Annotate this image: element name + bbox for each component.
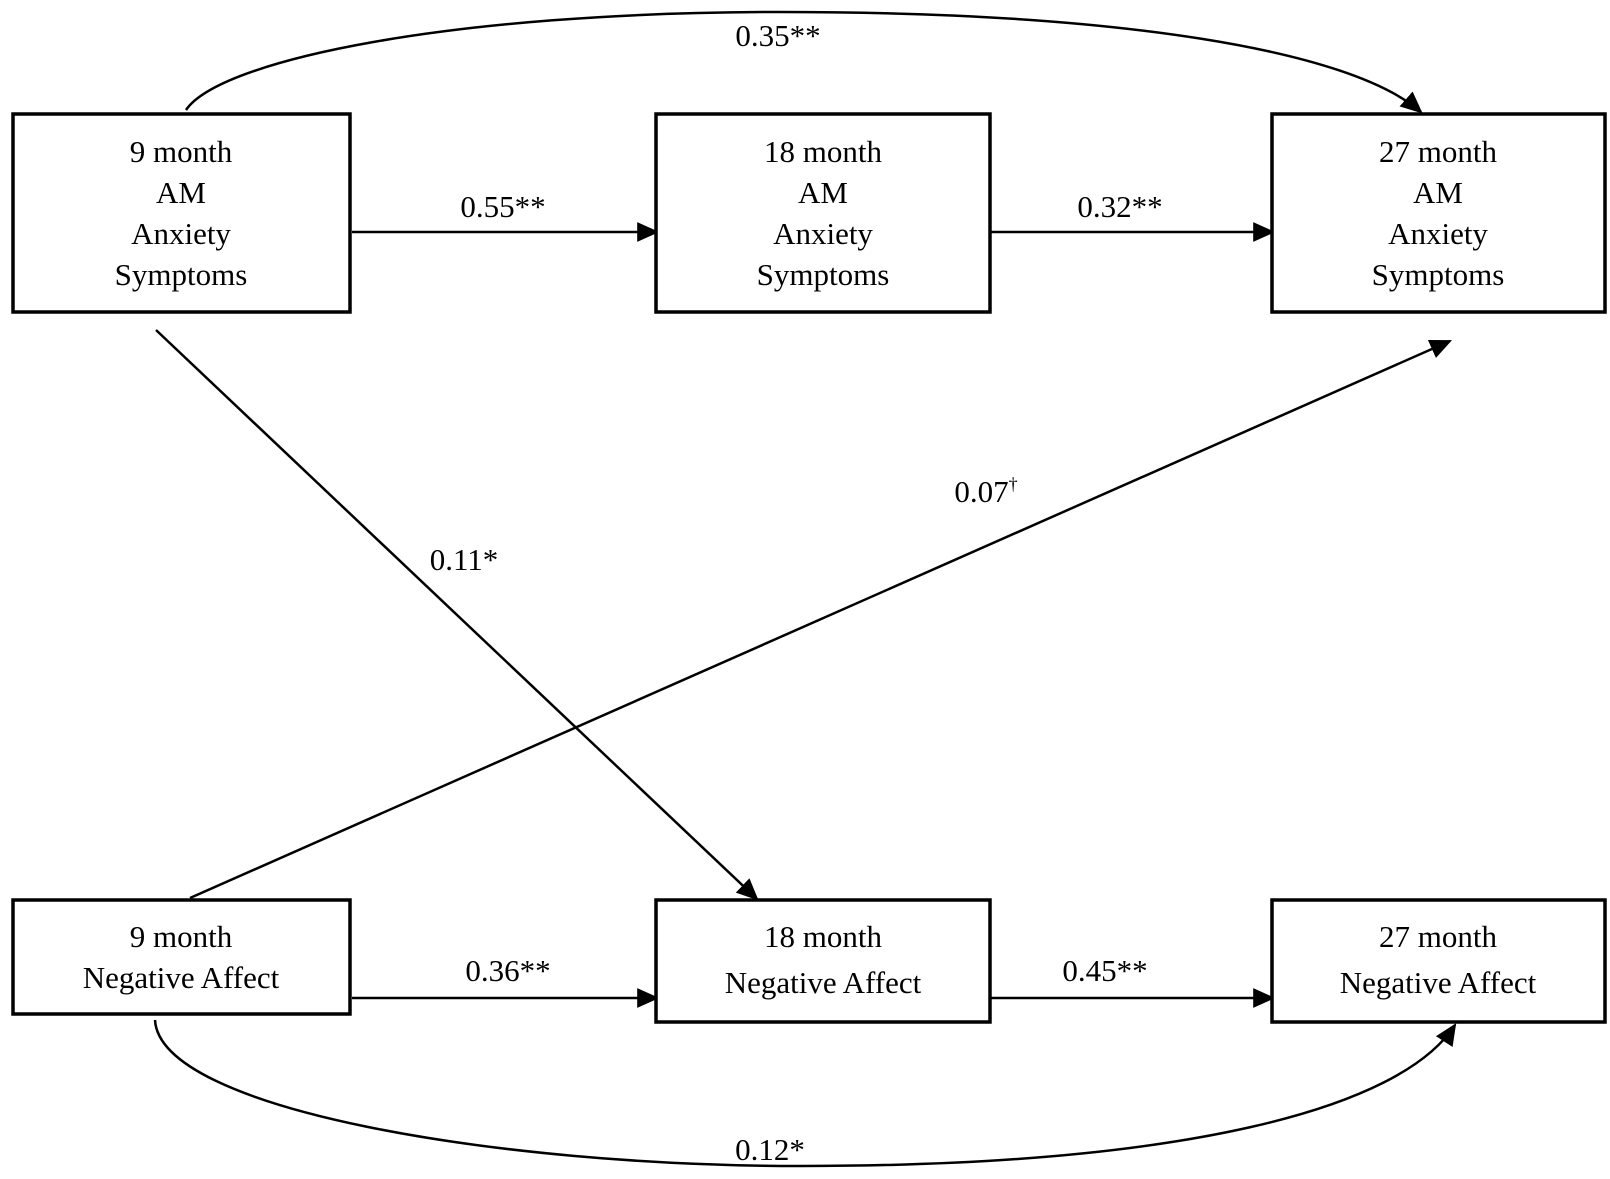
node-am9: 9 month AM Anxiety Symptoms (11, 112, 352, 314)
edge-am9-to-am27 (184, 10, 1423, 114)
label-na9-na27: 0.12* (735, 1132, 805, 1167)
node-am18-line3: Anxiety (773, 216, 873, 251)
label-am18-am27: 0.32** (1077, 189, 1162, 224)
node-na9: 9 month Negative Affect (11, 898, 352, 1016)
label-na18-na27: 0.45** (1062, 953, 1147, 988)
node-na27-line2: Negative Affect (1340, 965, 1537, 1000)
edge-am9-to-na18 (155, 329, 759, 901)
node-am9-line1: 9 month (130, 134, 233, 169)
label-na9-am27-superscript: † (1009, 474, 1018, 494)
node-na27-box (1270, 898, 1607, 1024)
node-am27-line3: Anxiety (1388, 216, 1488, 251)
label-am9-am27: 0.35** (735, 18, 820, 53)
node-am18-line1: 18 month (764, 134, 882, 169)
node-na18-line1: 18 month (764, 919, 882, 954)
node-am27-line2: AM (1413, 175, 1463, 210)
node-am9-box (11, 112, 352, 314)
label-na9-am27: 0.07† (954, 474, 1017, 509)
node-am27: 27 month AM Anxiety Symptoms (1270, 112, 1607, 314)
node-na18-box (654, 898, 992, 1024)
label-na9-am27-value: 0.07 (954, 474, 1008, 509)
node-am9-line3: Anxiety (131, 216, 231, 251)
node-am27-box (1270, 112, 1607, 314)
node-am18-box (654, 112, 992, 314)
label-am9-am18: 0.55** (460, 189, 545, 224)
node-am9-line4: Symptoms (115, 257, 248, 292)
node-na9-line2: Negative Affect (83, 960, 280, 995)
node-am18-line4: Symptoms (757, 257, 890, 292)
edge-na9-to-na27 (153, 1019, 1457, 1168)
node-na27-line1: 27 month (1379, 919, 1497, 954)
node-na9-line1: 9 month (130, 919, 233, 954)
node-am27-line4: Symptoms (1372, 257, 1505, 292)
node-na18-line2: Negative Affect (725, 965, 922, 1000)
node-am27-line1: 27 month (1379, 134, 1497, 169)
node-am9-line2: AM (156, 175, 206, 210)
node-am18: 18 month AM Anxiety Symptoms (654, 112, 992, 314)
edge-na9-to-am27 (189, 339, 1453, 900)
node-na27: 27 month Negative Affect (1270, 898, 1607, 1024)
label-na9-na18: 0.36** (465, 953, 550, 988)
label-am9-na18: 0.11* (430, 542, 499, 577)
node-na9-box (11, 898, 352, 1016)
node-am18-line2: AM (798, 175, 848, 210)
node-na18: 18 month Negative Affect (654, 898, 992, 1024)
